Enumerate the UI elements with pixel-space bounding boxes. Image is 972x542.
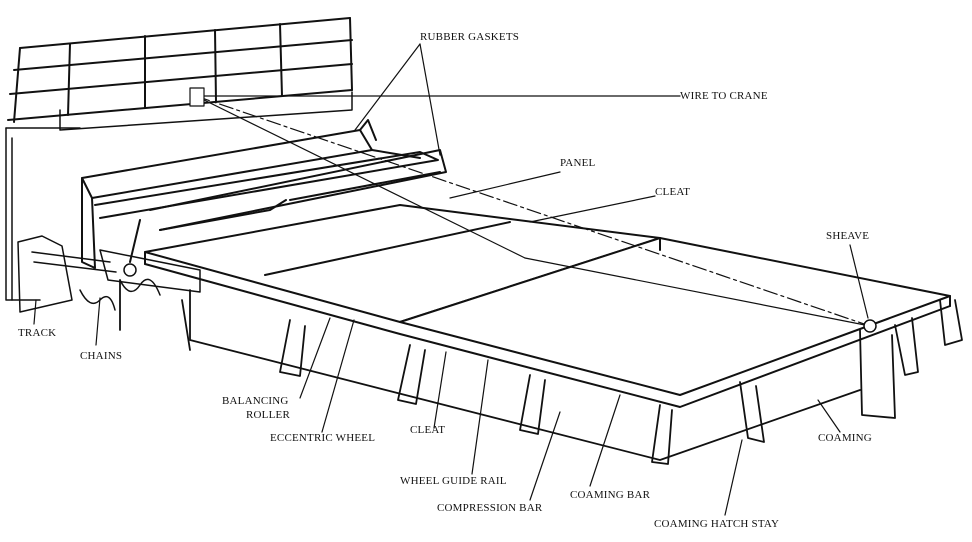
label-cleat-bottom: CLEAT: [410, 424, 446, 436]
label-cleat-top: CLEAT: [655, 186, 691, 198]
label-roller: ROLLER: [246, 409, 290, 421]
label-coaming-bar: COAMING BAR: [570, 489, 651, 501]
label-track: TRACK: [18, 327, 57, 339]
leader-lines: [33, 43, 869, 516]
label-rubber-gaskets: RUBBER GASKETS: [420, 31, 520, 43]
leader-wheel-guide-rail: [471, 359, 489, 475]
leader-rubber-gaskets-2: [419, 43, 441, 156]
label-coaming-hatch-stay: COAMING HATCH STAY: [654, 518, 780, 530]
leader-cleat-top: [529, 195, 656, 223]
chains-machinery: [79, 249, 201, 311]
leader-coaming-bar: [589, 394, 621, 487]
leader-rubber-gaskets: [354, 43, 421, 131]
label-panel: PANEL: [560, 157, 596, 169]
leader-panel: [449, 171, 561, 199]
label-coaming: COAMING: [818, 432, 872, 444]
track: [17, 235, 117, 313]
label-wire-to-crane: WIRE TO CRANE: [680, 90, 768, 102]
label-compression-bar: COMPRESSION BAR: [437, 502, 543, 514]
coaming: [119, 279, 963, 465]
deckhouse-wall: [5, 127, 81, 301]
hatch-panels: [144, 204, 951, 408]
label-chains: CHAINS: [80, 350, 123, 362]
label-eccentric-wheel: ECCENTRIC WHEEL: [270, 432, 376, 444]
leader-coaming: [817, 399, 841, 433]
deck-railing: [7, 17, 353, 131]
leader-cleat-bottom: [433, 351, 447, 429]
sheave: [863, 319, 877, 333]
leader-chains: [95, 297, 101, 346]
leader-coaming-hatch-stay: [724, 439, 743, 516]
leader-track: [33, 299, 37, 325]
label-sheave: SHEAVE: [826, 230, 870, 242]
label-wheel-guide-rail: WHEEL GUIDE RAIL: [400, 475, 507, 487]
label-balancing: BALANCING: [222, 395, 289, 407]
leader-balancing-roller: [299, 317, 331, 399]
leader-compression-bar: [529, 411, 561, 501]
crane-wire: [189, 87, 871, 327]
leader-sheave: [849, 244, 869, 319]
leader-eccentric-wheel: [321, 319, 355, 433]
